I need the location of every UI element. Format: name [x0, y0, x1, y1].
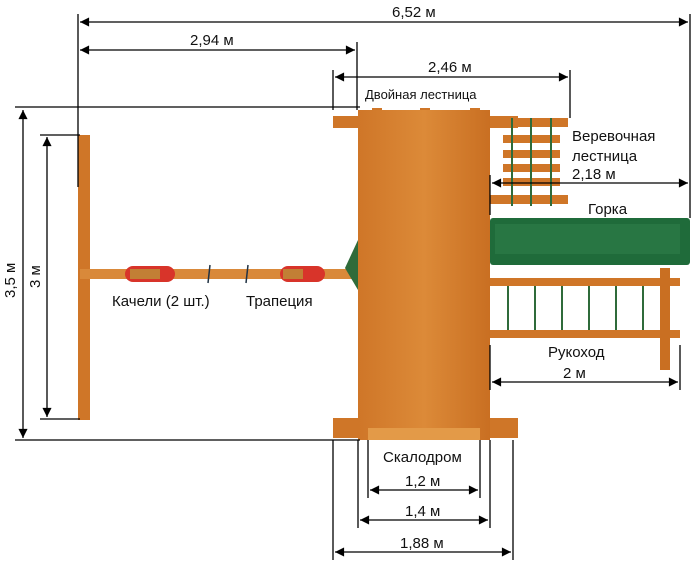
label-rope-ladder-1: Веревочная [572, 128, 655, 145]
dimension-lines [15, 14, 691, 560]
label-double-ladder: Двойная лестница [365, 87, 477, 102]
label-rope-ladder-2: лестница [572, 148, 638, 165]
dim-total-length: 6,52 м [392, 4, 436, 21]
label-monkey-bars: Рукоход [548, 344, 605, 361]
swing-frame [78, 135, 355, 420]
trapeze-bar [207, 264, 211, 284]
label-trapeze: Трапеция [246, 293, 313, 310]
dim-swing-to-platform: 2,94 м [190, 32, 234, 49]
dim-swing-width: 3 м [27, 265, 44, 288]
monkey-bars [490, 268, 680, 370]
dim-climbing-wall: 1,2 м [405, 473, 440, 490]
dim-platform-width: 1,4 м [405, 503, 440, 520]
rope-ladder [490, 118, 568, 206]
label-climbing-wall: Скалодром [383, 449, 462, 466]
label-slide: Горка [588, 201, 628, 218]
dim-monkey-bars: 2 м [563, 365, 586, 382]
trapeze-bar [245, 264, 249, 284]
dim-slide-length: 2,18 м [572, 166, 616, 183]
main-platform [333, 108, 518, 440]
dim-total-depth: 3,5 м [2, 263, 19, 298]
climbing-wall [368, 428, 480, 440]
dim-top-width: 2,46 м [428, 59, 472, 76]
label-swings: Качели (2 шт.) [112, 293, 210, 310]
dim-bottom-width: 1,88 м [400, 535, 444, 552]
